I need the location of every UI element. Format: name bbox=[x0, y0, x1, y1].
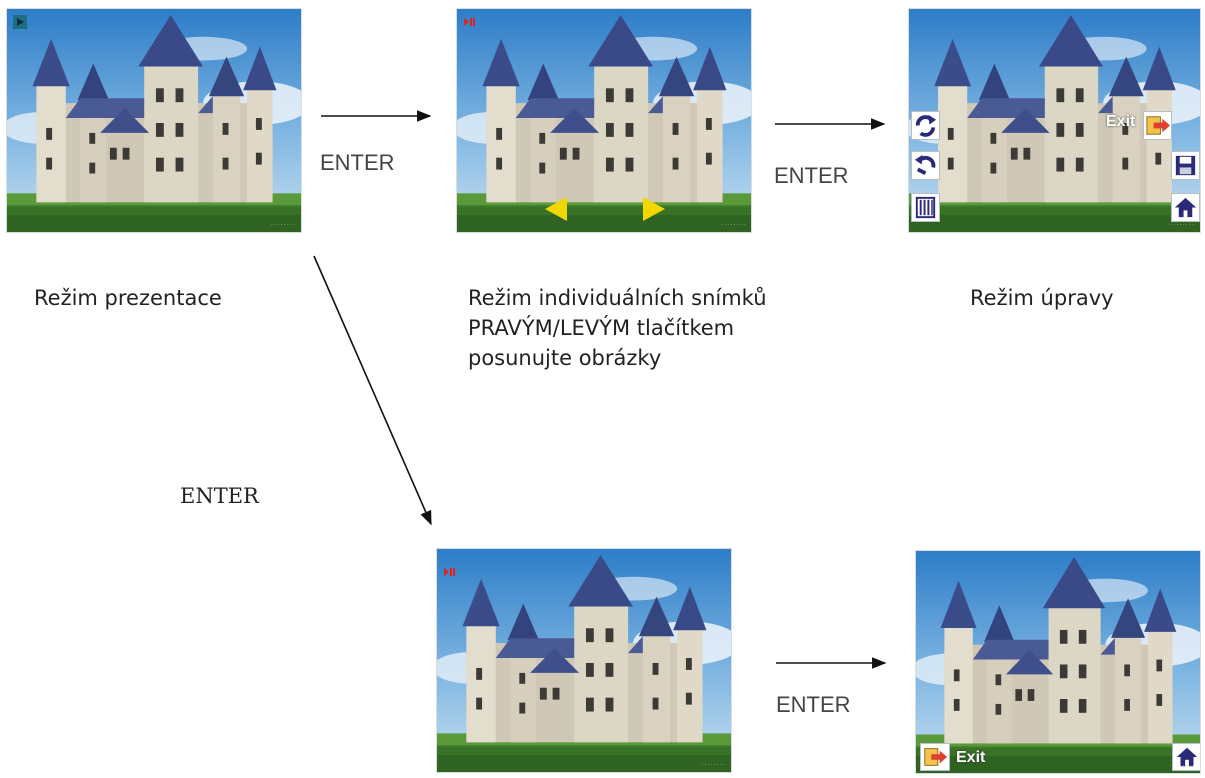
screenshot-edit-mode: Exit · · · · · · · · bbox=[908, 8, 1201, 233]
arrow-slideshow-down bbox=[313, 255, 432, 526]
photo-watermark: · · · · · · · · bbox=[721, 222, 745, 228]
label-slideshow-mode: Režim prezentace bbox=[34, 286, 222, 310]
arrow-right-icon bbox=[643, 197, 665, 221]
home-button[interactable] bbox=[1171, 193, 1200, 222]
arrow-left-icon bbox=[545, 197, 567, 221]
screenshot-slideshow-mode: · · · · · · · · bbox=[6, 8, 302, 233]
home-icon bbox=[1174, 197, 1197, 218]
castle-photo bbox=[916, 551, 1200, 773]
enter-label-3: ENTER bbox=[180, 484, 259, 508]
exit-icon bbox=[1146, 116, 1171, 135]
screenshot-single-image-mode-2: · · · · · · · · bbox=[436, 548, 732, 773]
screenshot-single-image-mode: · · · · · · · · bbox=[456, 8, 752, 233]
screenshot-exit-mode: Exit · · · · · · · · bbox=[915, 550, 1201, 774]
enter-label-4: ENTER bbox=[776, 692, 851, 717]
photo-watermark: · · · · · · · · bbox=[1170, 763, 1194, 769]
pause-icon bbox=[444, 568, 455, 576]
enter-label-1: ENTER bbox=[320, 150, 395, 175]
rotate-right-icon bbox=[915, 114, 937, 137]
home-button[interactable] bbox=[1172, 743, 1200, 771]
home-icon bbox=[1176, 747, 1198, 767]
enter-label-2: ENTER bbox=[774, 163, 849, 188]
castle-photo bbox=[457, 9, 751, 232]
rotate-left-icon bbox=[914, 154, 936, 175]
filmstrip-button[interactable] bbox=[911, 193, 940, 222]
exit-icon bbox=[924, 748, 948, 766]
label-single-image-mode: Režim individuálních snímků PRAVÝM/LEVÝM… bbox=[468, 286, 767, 370]
exit-label: Exit bbox=[1106, 113, 1136, 130]
rotate-right-button[interactable] bbox=[911, 111, 940, 140]
castle-photo bbox=[437, 549, 731, 772]
exit-label: Exit bbox=[956, 749, 986, 766]
play-icon bbox=[13, 15, 27, 29]
save-icon bbox=[1175, 155, 1196, 176]
label-edit-mode: Režim úpravy bbox=[970, 286, 1114, 310]
exit-button[interactable] bbox=[1143, 111, 1172, 140]
photo-watermark: · · · · · · · · bbox=[271, 222, 295, 228]
film-strip-icon bbox=[915, 196, 936, 219]
castle-photo bbox=[7, 9, 301, 232]
save-button[interactable] bbox=[1171, 151, 1200, 180]
photo-watermark: · · · · · · · · bbox=[701, 762, 725, 768]
rotate-left-button[interactable] bbox=[911, 151, 940, 180]
exit-button[interactable] bbox=[920, 743, 950, 771]
photo-watermark: · · · · · · · · bbox=[1170, 222, 1194, 228]
pause-icon bbox=[464, 18, 475, 26]
